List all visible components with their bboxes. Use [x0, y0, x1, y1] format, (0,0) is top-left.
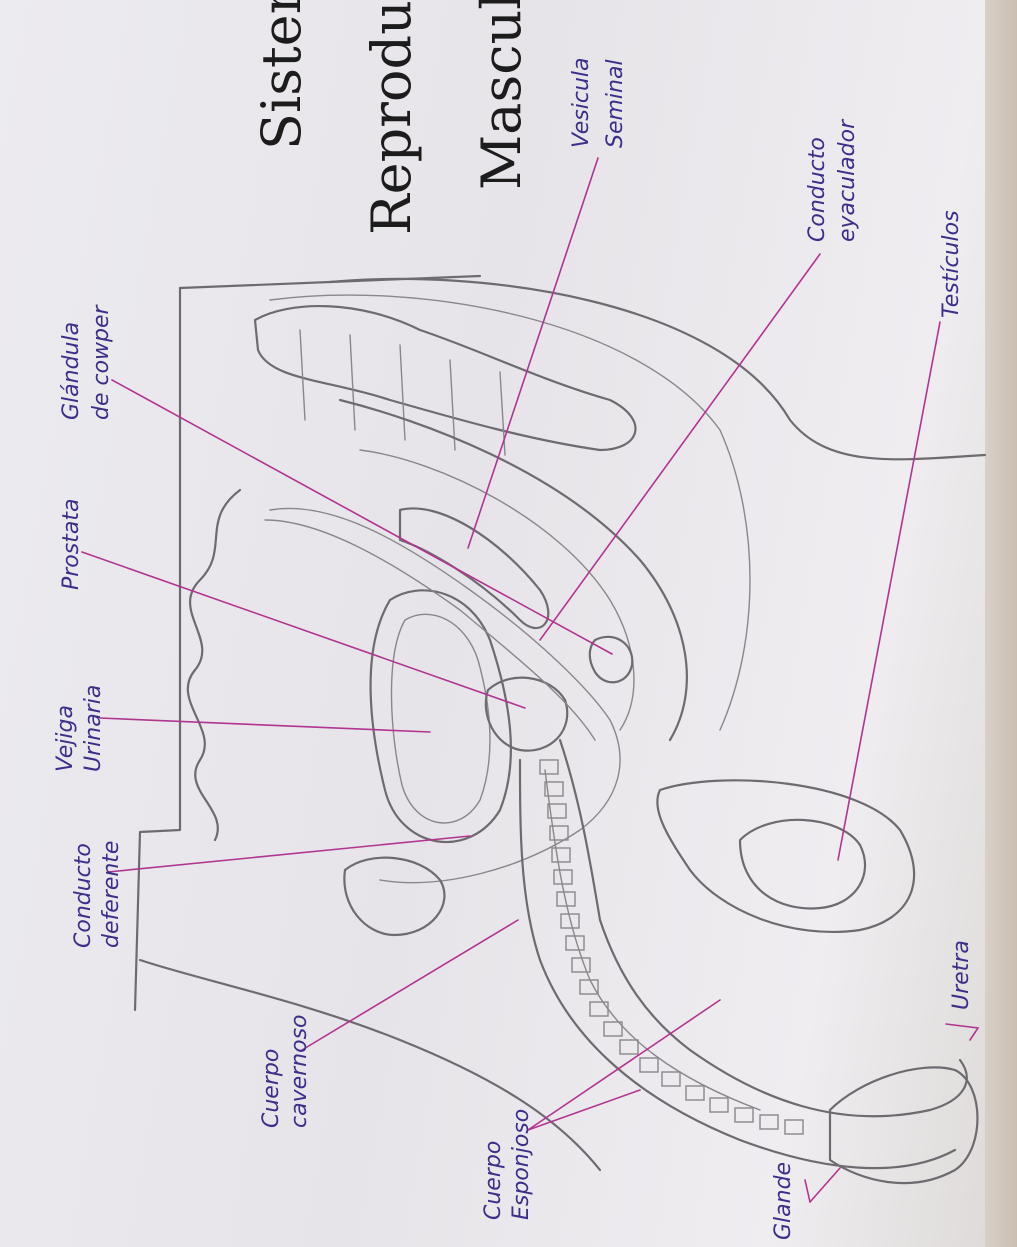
penis-lower [520, 760, 955, 1168]
pubic-bone [344, 858, 444, 935]
svg-text:Uretra: Uretra [949, 940, 974, 1010]
label-vejiga-urinaria: Vejiga Urinaria [53, 685, 106, 772]
scrotum [657, 780, 914, 932]
svg-text:Urinaria: Urinaria [81, 685, 106, 772]
spongy-chambers [540, 760, 803, 1134]
leader-vesicula [468, 158, 598, 548]
svg-text:deferente: deferente [99, 841, 124, 948]
bladder-inner [391, 614, 489, 823]
page-title-line3: Mascul [470, 0, 533, 190]
svg-text:eyaculador: eyaculador [835, 118, 860, 242]
penis-upper [560, 740, 967, 1116]
label-testiculos: Testículos [939, 210, 964, 318]
page-title: Sistem [250, 0, 313, 150]
svg-text:Mascul: Mascul [470, 0, 533, 190]
svg-text:Conducto: Conducto [805, 137, 830, 242]
label-conducto-eyaculador: Conducto eyaculador [805, 118, 860, 242]
svg-text:Testículos: Testículos [939, 210, 964, 318]
testicle [740, 820, 865, 909]
leader-lines [82, 158, 978, 1202]
svg-text:Seminal: Seminal [603, 59, 628, 148]
leader-esponjoso-2 [528, 1090, 640, 1130]
label-vesicula-seminal: Vesicula Seminal [569, 57, 628, 148]
svg-text:Vesicula: Vesicula [569, 57, 594, 148]
body-outline [330, 279, 985, 459]
svg-text:Prostata: Prostata [59, 499, 84, 590]
label-conducto-deferente: Conducto deferente [71, 841, 124, 948]
label-uretra: Uretra [949, 940, 974, 1010]
svg-text:Cuerpo: Cuerpo [481, 1141, 506, 1220]
label-glandula-cowper: Glándula de cowper [59, 303, 114, 420]
seminal-vesicle [400, 508, 548, 628]
leader-conducto-deferente [108, 836, 470, 872]
svg-text:Sistem: Sistem [250, 0, 313, 150]
svg-text:Esponjoso: Esponjoso [509, 1109, 534, 1220]
label-cuerpo-esponjoso: Cuerpo Esponjoso [481, 1109, 534, 1220]
svg-text:Glande: Glande [771, 1162, 796, 1240]
anatomy-drawing [135, 276, 985, 1183]
leader-uretra [946, 1024, 978, 1040]
svg-text:cavernoso: cavernoso [287, 1014, 312, 1128]
leader-cowper [112, 380, 612, 654]
abdominal-wall [188, 490, 240, 840]
leader-glande [810, 1168, 840, 1202]
leader-prostata [82, 552, 525, 708]
label-prostata: Prostata [59, 499, 84, 590]
svg-text:Cuerpo: Cuerpo [259, 1049, 284, 1128]
prostate [486, 678, 567, 751]
svg-text:Glándula: Glándula [59, 322, 84, 420]
label-glande: Glande [771, 1162, 796, 1240]
cowper-gland [590, 637, 633, 682]
leader-testiculos [838, 322, 940, 860]
svg-text:de cowper: de cowper [89, 303, 114, 420]
label-cuerpo-cavernoso: Cuerpo cavernoso [259, 1014, 312, 1128]
leader-esponjoso-1 [528, 1000, 720, 1130]
leader-vejiga [100, 718, 430, 732]
rectum [255, 306, 635, 450]
svg-text:Vejiga: Vejiga [53, 705, 78, 772]
page-title-line2: Reproduc [360, 0, 423, 235]
svg-text:Reproduc: Reproduc [360, 0, 423, 235]
leader-cavernoso [302, 920, 518, 1050]
svg-text:Conducto: Conducto [71, 843, 96, 948]
body-outline-inner [270, 295, 750, 730]
